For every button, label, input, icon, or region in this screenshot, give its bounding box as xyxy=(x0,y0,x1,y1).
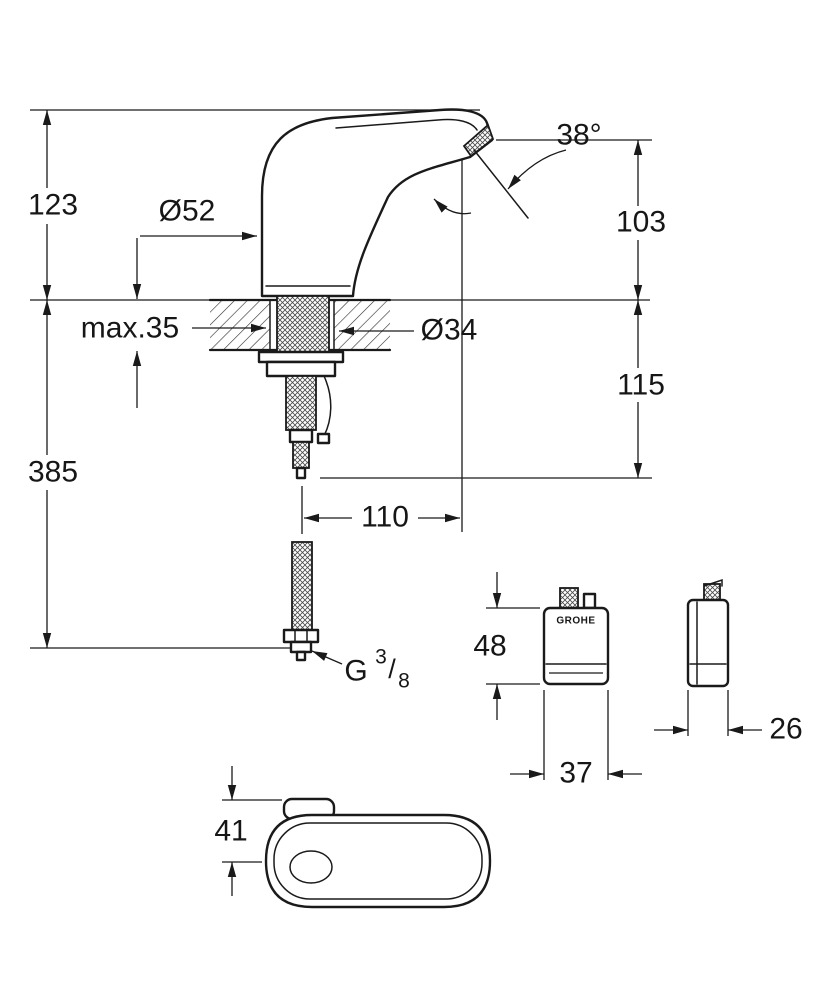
dim-48: 48 xyxy=(473,572,540,720)
dim-26: 26 xyxy=(654,690,803,746)
hose-union-nut xyxy=(282,628,320,644)
dim-385: 385 xyxy=(28,300,292,649)
supply-hose-assembly xyxy=(282,375,332,662)
dim-label-103: 103 xyxy=(616,206,666,239)
dim-label-48: 48 xyxy=(473,630,506,663)
dim-label-123: 123 xyxy=(28,189,78,222)
spray-angle-line xyxy=(473,149,529,219)
check-valve-sleeve xyxy=(292,441,310,469)
dim-label-52: Ø52 xyxy=(159,195,216,228)
hose-end-tip xyxy=(295,650,307,662)
control-box-front-view: GROHE xyxy=(542,587,610,686)
dim-thread-g38: G 3 / 8 xyxy=(311,646,410,693)
side-inlet-cap xyxy=(703,578,723,587)
dimensions: 123 385 Ø52 max.35 Ø34 38° xyxy=(28,109,803,896)
sensor-cable xyxy=(323,375,332,437)
brand-logo: GROHE xyxy=(556,616,595,627)
mounting-nut xyxy=(265,360,337,378)
counter-hatch-right xyxy=(334,301,390,349)
threaded-shank xyxy=(276,295,330,357)
dim-label-37: 37 xyxy=(559,757,592,790)
check-valve-tip xyxy=(295,466,307,480)
spray-rotation-arrow xyxy=(433,198,472,215)
thread-label-numerator: 3 xyxy=(375,646,387,669)
mounting-washer xyxy=(257,350,345,364)
control-box-side-view xyxy=(686,578,730,688)
bottom-view-outline xyxy=(264,813,492,909)
dim-label-34: Ø34 xyxy=(421,314,478,347)
cable-plug xyxy=(316,432,331,445)
thread-label-slash: / xyxy=(388,654,396,684)
dim-37: 37 xyxy=(510,690,642,790)
check-valve-body xyxy=(288,428,314,444)
dim-label-26: 26 xyxy=(769,713,802,746)
dim-110: 110 xyxy=(301,486,460,534)
flex-hose-lower xyxy=(291,541,313,631)
dim-diameter-34: Ø34 xyxy=(339,314,477,347)
sensor-window xyxy=(289,850,333,884)
leader-line xyxy=(311,650,343,665)
faucet-body-outline xyxy=(260,108,494,298)
flex-hose-upper xyxy=(285,375,317,431)
spout-top-edge-line xyxy=(335,118,478,131)
dim-label-max35: max.35 xyxy=(81,312,179,345)
thread-label-prefix: G xyxy=(344,655,367,688)
inlet-stub-small xyxy=(582,592,597,610)
dim-103: 103 xyxy=(496,139,666,300)
dim-angle-38: 38° xyxy=(507,119,602,190)
dim-label-110: 110 xyxy=(361,501,409,534)
control-box-side-body xyxy=(686,598,730,688)
dim-label-115: 115 xyxy=(617,369,665,402)
hose-end-collar xyxy=(289,640,313,654)
thread-label-denominator: 8 xyxy=(398,670,410,693)
dim-max35: max.35 xyxy=(81,238,266,408)
bottom-view-inner-contour xyxy=(273,822,483,900)
control-box-front-body xyxy=(542,606,610,686)
dim-label-38deg: 38° xyxy=(556,119,601,152)
inlet-stub-threaded xyxy=(559,587,579,609)
dim-123: 123 xyxy=(28,109,480,300)
dim-label-41: 41 xyxy=(214,815,247,848)
dim-label-385: 385 xyxy=(28,456,78,489)
counter-hatch-left xyxy=(210,301,270,349)
leader-curve xyxy=(507,149,567,190)
dim-115: 115 xyxy=(320,300,665,479)
mounting-shank xyxy=(257,295,345,378)
dim-diameter-52: Ø52 xyxy=(140,195,257,241)
dim-41: 41 xyxy=(214,766,282,896)
faucet-side-view xyxy=(260,108,529,532)
faucet-bottom-view xyxy=(264,797,492,909)
aerator xyxy=(462,123,495,158)
